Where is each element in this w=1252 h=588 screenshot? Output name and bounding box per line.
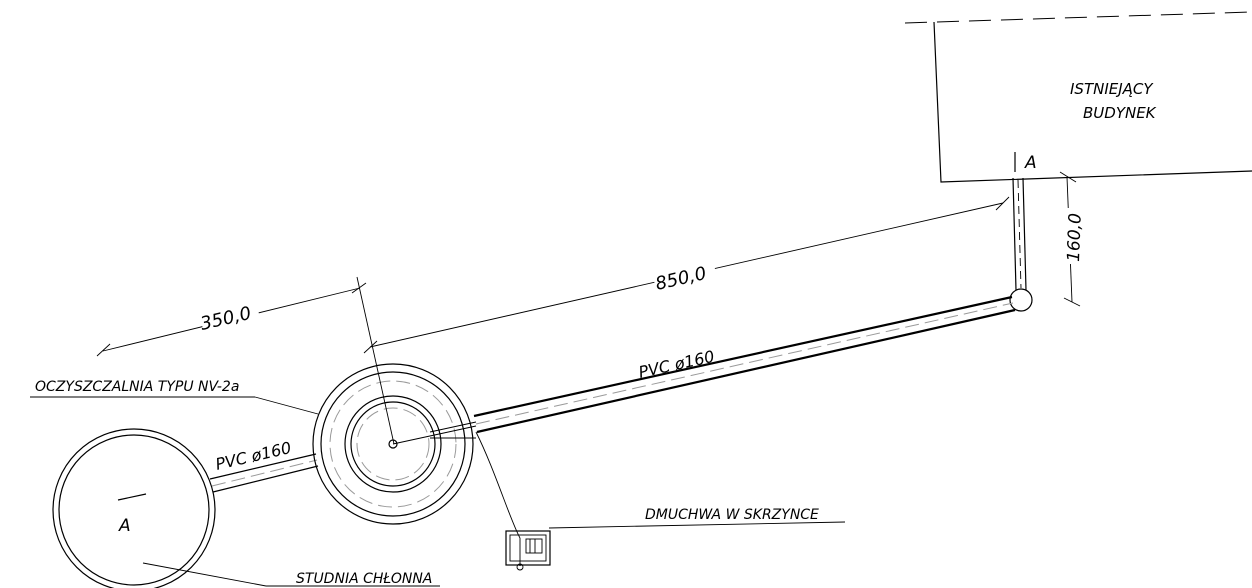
plant-inner-ring xyxy=(344,395,442,493)
main-pipe-edge-top xyxy=(473,295,1013,418)
dimension-160-label: 160,0 xyxy=(1064,213,1086,262)
plant-outer-ring xyxy=(312,363,474,525)
dimension-350-text-mask xyxy=(198,295,260,331)
dimension-160-text-mask xyxy=(1060,208,1082,264)
leader-soakaway: STUDNIA CHŁONNA xyxy=(142,562,440,587)
dimension-850: 850,0 xyxy=(363,196,1010,354)
treatment-plant xyxy=(312,363,477,525)
blower-box-outer xyxy=(505,530,551,566)
blower-box: DMUCHWA W SKRZYNCE xyxy=(475,431,846,571)
leader-treatment-plant: OCZYSZCZALNIA TYPU NV-2a xyxy=(30,379,319,415)
main-pipe: PVC ø160 xyxy=(473,295,1016,434)
leader-blower-label: DMUCHWA W SKRZYNCE xyxy=(645,507,819,523)
plant-second-ring xyxy=(320,371,466,517)
dimension-850-tick-right xyxy=(995,196,1010,211)
vertical-pipe-edge-left xyxy=(1012,177,1017,291)
plant-dashed-ring xyxy=(329,380,457,508)
existing-building: ISTNIEJĄCY BUDYNEK xyxy=(904,11,1252,183)
dimension-850-label: 850,0 xyxy=(653,263,708,295)
blower-air-line xyxy=(475,431,521,539)
building-label-line2: BUDYNEK xyxy=(1083,104,1157,122)
blower-box-inner xyxy=(509,534,547,562)
plant-inlet-line xyxy=(392,425,477,445)
blower-unit xyxy=(525,538,543,554)
building-outline xyxy=(933,21,1252,183)
short-pipe-edge-top xyxy=(209,453,317,480)
soakaway-inner-ring xyxy=(58,434,210,586)
soakaway-well: A xyxy=(52,428,216,588)
dimension-350-extension xyxy=(356,276,395,445)
leader-treatment-plant-label: OCZYSZCZALNIA TYPU NV-2a xyxy=(35,379,239,395)
leader-soakaway-label: STUDNIA CHŁONNA xyxy=(296,571,432,587)
vertical-pipe xyxy=(1012,177,1027,291)
main-pipe-centerline xyxy=(475,302,1014,425)
main-pipe-label: PVC ø160 xyxy=(637,347,716,382)
section-marker-top-label: A xyxy=(1024,153,1037,173)
leader-soakaway-arrow xyxy=(142,562,267,587)
dimension-160-tick-bottom xyxy=(1063,297,1081,307)
main-pipe-edge-bottom xyxy=(476,308,1016,434)
dimension-350: 350,0 xyxy=(96,276,395,445)
building-dashed-line xyxy=(904,11,1252,24)
inspection-manhole xyxy=(1009,288,1033,312)
blower-connector xyxy=(516,563,524,571)
dimension-160: 160,0 xyxy=(1059,171,1086,307)
section-marker-top: A xyxy=(1014,152,1037,173)
leader-treatment-plant-arrow xyxy=(254,396,319,415)
short-pipe-edge-bottom xyxy=(212,465,319,493)
plant-inner-ring-2 xyxy=(350,401,436,487)
plant-inner-dashed-ring xyxy=(356,407,430,481)
vertical-pipe-edge-right xyxy=(1022,177,1027,291)
dimension-850-tick-left xyxy=(363,340,378,354)
short-pipe-centerline xyxy=(211,459,318,487)
dimension-350-tick-left xyxy=(96,343,111,357)
building-label-line1: ISTNIEJĄCY xyxy=(1070,80,1154,98)
soakaway-outer-ring xyxy=(52,428,216,588)
plant-inlet-line-2 xyxy=(429,421,477,433)
leader-blower-underline xyxy=(548,521,846,529)
section-marker-bottom-tick xyxy=(117,493,147,501)
short-pipe: PVC ø160 xyxy=(209,438,319,493)
section-marker-bottom-label: A xyxy=(118,516,131,536)
dimension-160-tick-top xyxy=(1059,171,1077,183)
vertical-pipe-centerline xyxy=(1017,179,1022,289)
dimension-850-text-mask xyxy=(652,259,718,295)
